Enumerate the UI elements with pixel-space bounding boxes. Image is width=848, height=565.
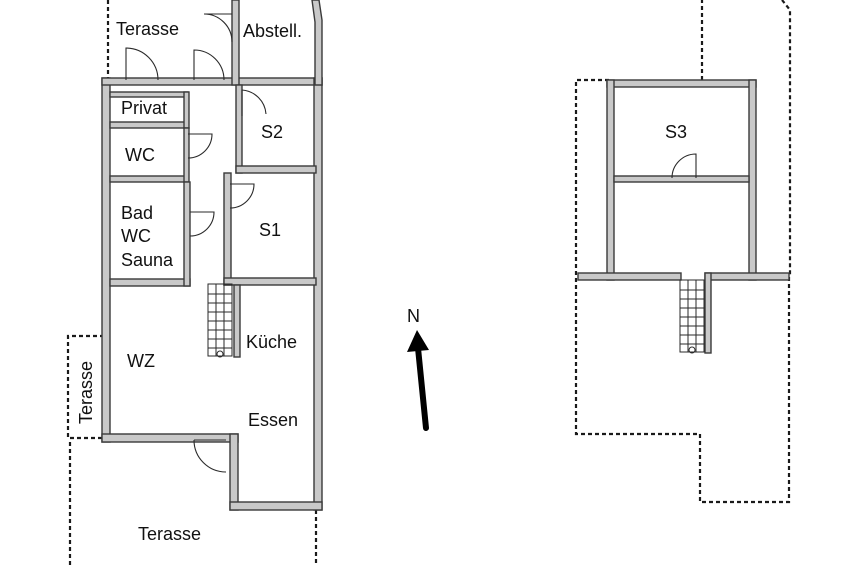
room-label-terasse-top: Terasse — [116, 19, 179, 39]
room-label-bad-wc: WC — [121, 226, 151, 246]
room-label-s3: S3 — [665, 122, 687, 142]
room-label-essen: Essen — [248, 410, 298, 430]
room-label-wc: WC — [125, 145, 155, 165]
north-arrow-icon — [407, 330, 429, 431]
ground-floor-walls — [101, 0, 323, 511]
room-label-terasse-bottom: Terasse — [138, 524, 201, 544]
upper-floor-stairs — [679, 279, 705, 354]
ground-floor-doors — [125, 13, 267, 473]
room-label-bad: Bad — [121, 203, 153, 223]
room-label-privat: Privat — [121, 98, 167, 118]
ground-floor-stairs — [207, 283, 233, 358]
upper-floor-walls — [577, 79, 790, 354]
room-label-wz: WZ — [127, 351, 155, 371]
room-label-s2: S2 — [261, 122, 283, 142]
room-label-abstell: Abstell. — [243, 21, 302, 41]
terrace-outline-bottom — [68, 442, 318, 565]
compass-label: N — [407, 306, 420, 326]
upper-floor-door — [671, 153, 697, 179]
terrace-outline-left — [66, 334, 104, 440]
upper-floor-outline — [574, 0, 792, 504]
room-label-kueche: Küche — [246, 332, 297, 352]
room-label-s1: S1 — [259, 220, 281, 240]
room-label-sauna: Sauna — [121, 250, 174, 270]
room-label-terasse-left: Terasse — [76, 361, 96, 424]
